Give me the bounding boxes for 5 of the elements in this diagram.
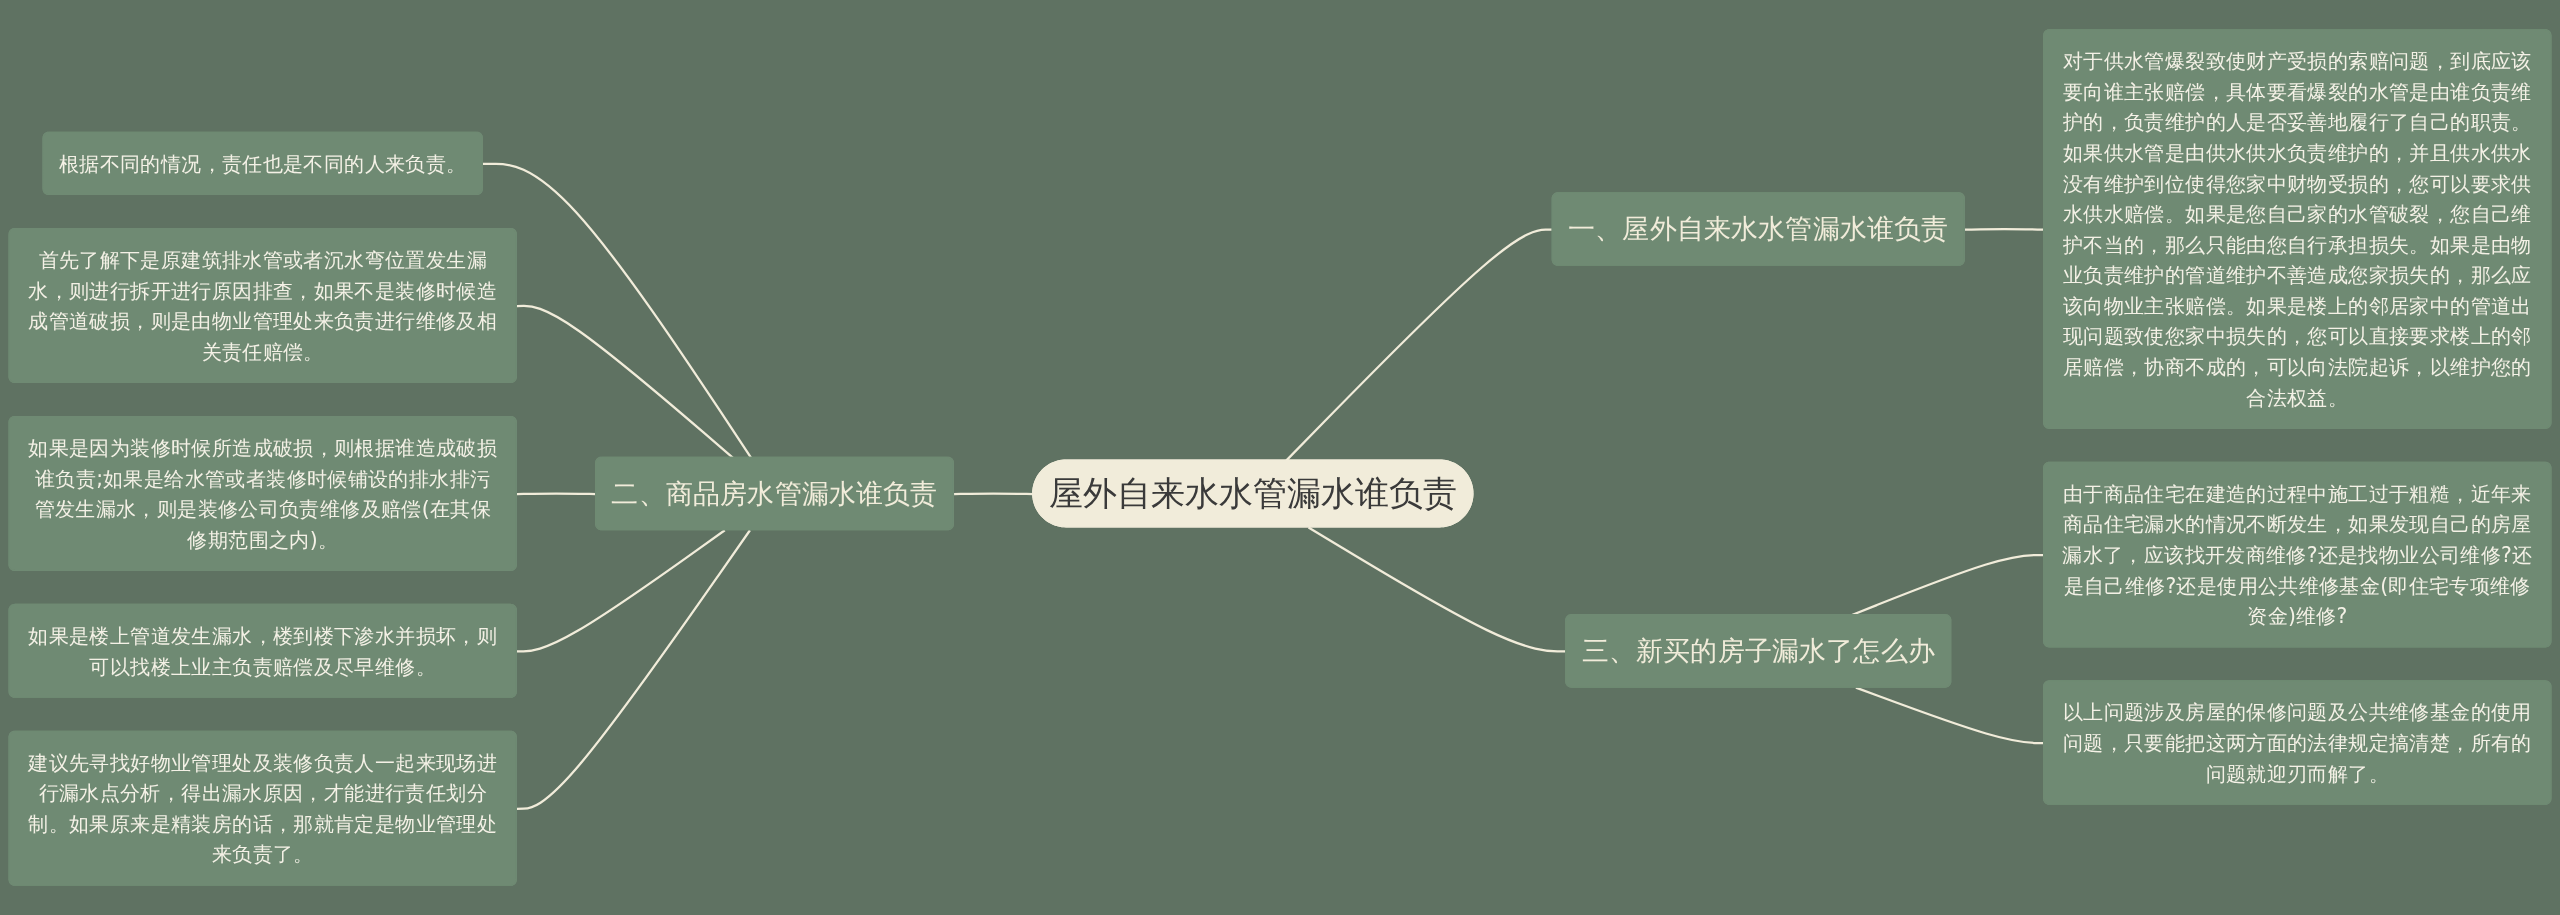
connector: [516, 529, 751, 810]
connector: [1285, 228, 1553, 462]
connector: [482, 162, 753, 459]
connector: [516, 304, 734, 459]
connector: [516, 529, 726, 653]
